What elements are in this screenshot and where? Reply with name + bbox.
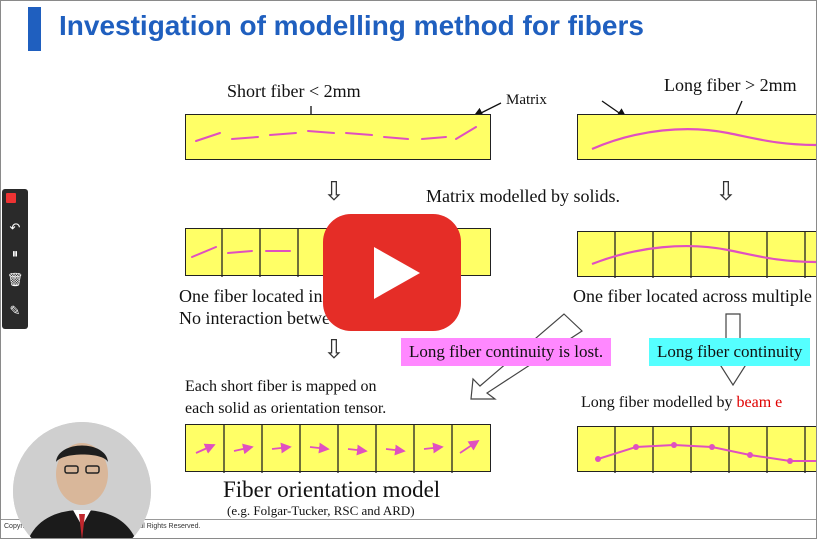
footer-divider <box>1 519 816 520</box>
each-short-line1: Each short fiber is mapped on <box>185 378 377 395</box>
beam-element-box <box>577 426 816 473</box>
long-fiber-label: Long fiber > 2mm <box>664 75 797 95</box>
title-accent-bar <box>28 7 41 51</box>
continuity-kept-tag: Long fiber continuity <box>649 338 811 366</box>
pause-icon: ⏸ <box>11 247 19 262</box>
down-arrow-icon: ⇩ <box>323 177 345 207</box>
long-beam-label: Long fiber modelled by beam e <box>581 394 782 412</box>
fiber-orientation-model-label: Fiber orientation model <box>223 477 441 502</box>
down-arrow-icon: ⇩ <box>715 177 737 207</box>
matrix-solids-label: Matrix modelled by solids. <box>426 186 620 206</box>
footer-copyright-right: All Rights Reserved. <box>137 523 201 530</box>
undo-button[interactable]: ↶ <box>6 220 24 238</box>
long-fiber-solids-box <box>577 231 816 278</box>
pen-icon: ✎ <box>9 304 21 319</box>
each-short-line2: each solid as orientation tensor. <box>185 400 387 417</box>
matrix-label: Matrix <box>506 92 547 108</box>
undo-icon: ↶ <box>9 221 21 236</box>
short-fiber-segments <box>195 126 477 142</box>
orientation-tensor-cells <box>195 425 480 473</box>
trash-icon: 🗑 <box>6 273 24 288</box>
presenter-avatar <box>13 422 151 538</box>
one-fiber-left-line2: No interaction betwe <box>179 308 330 328</box>
slide-title: Investigation of modelling method for fi… <box>59 10 644 41</box>
continuity-lost-tag: Long fiber continuity is lost. <box>401 338 612 366</box>
trash-button[interactable]: 🗑 <box>6 272 24 290</box>
presenter-silhouette <box>13 422 151 538</box>
short-fiber-matrix-box <box>185 114 491 160</box>
play-button[interactable] <box>323 214 461 331</box>
slide-footer: Copyri All Rights Reserved. <box>1 519 816 538</box>
short-fiber-label: Short fiber < 2mm <box>227 81 361 101</box>
one-fiber-left-line1: One fiber located in <box>179 286 323 306</box>
annotation-toolbar: ↶ ⏸ 🗑 ✎ <box>2 189 28 329</box>
short-fiber-solid-cells <box>191 229 299 277</box>
orientation-tensor-box <box>185 424 491 473</box>
pause-button[interactable]: ⏸ <box>6 246 24 264</box>
long-beam-red: beam e <box>736 394 783 411</box>
long-fiber-curve <box>591 128 816 151</box>
beam-element-cells <box>595 427 816 473</box>
one-fiber-right-label: One fiber located across multiple <box>573 286 812 306</box>
down-arrow-icon: ⇩ <box>323 335 345 365</box>
long-beam-prefix: Long fiber modelled by <box>581 394 733 411</box>
record-icon <box>6 193 16 203</box>
pen-button[interactable]: ✎ <box>6 303 24 321</box>
long-fiber-solid-cells <box>591 232 816 278</box>
long-fiber-matrix-box <box>577 114 816 160</box>
record-button[interactable] <box>6 193 24 211</box>
footer-copyright-left: Copyri <box>4 523 25 530</box>
fiber-orientation-eg-label: (e.g. Folgar-Tucker, RSC and ARD) <box>227 503 415 518</box>
play-icon <box>374 247 420 299</box>
